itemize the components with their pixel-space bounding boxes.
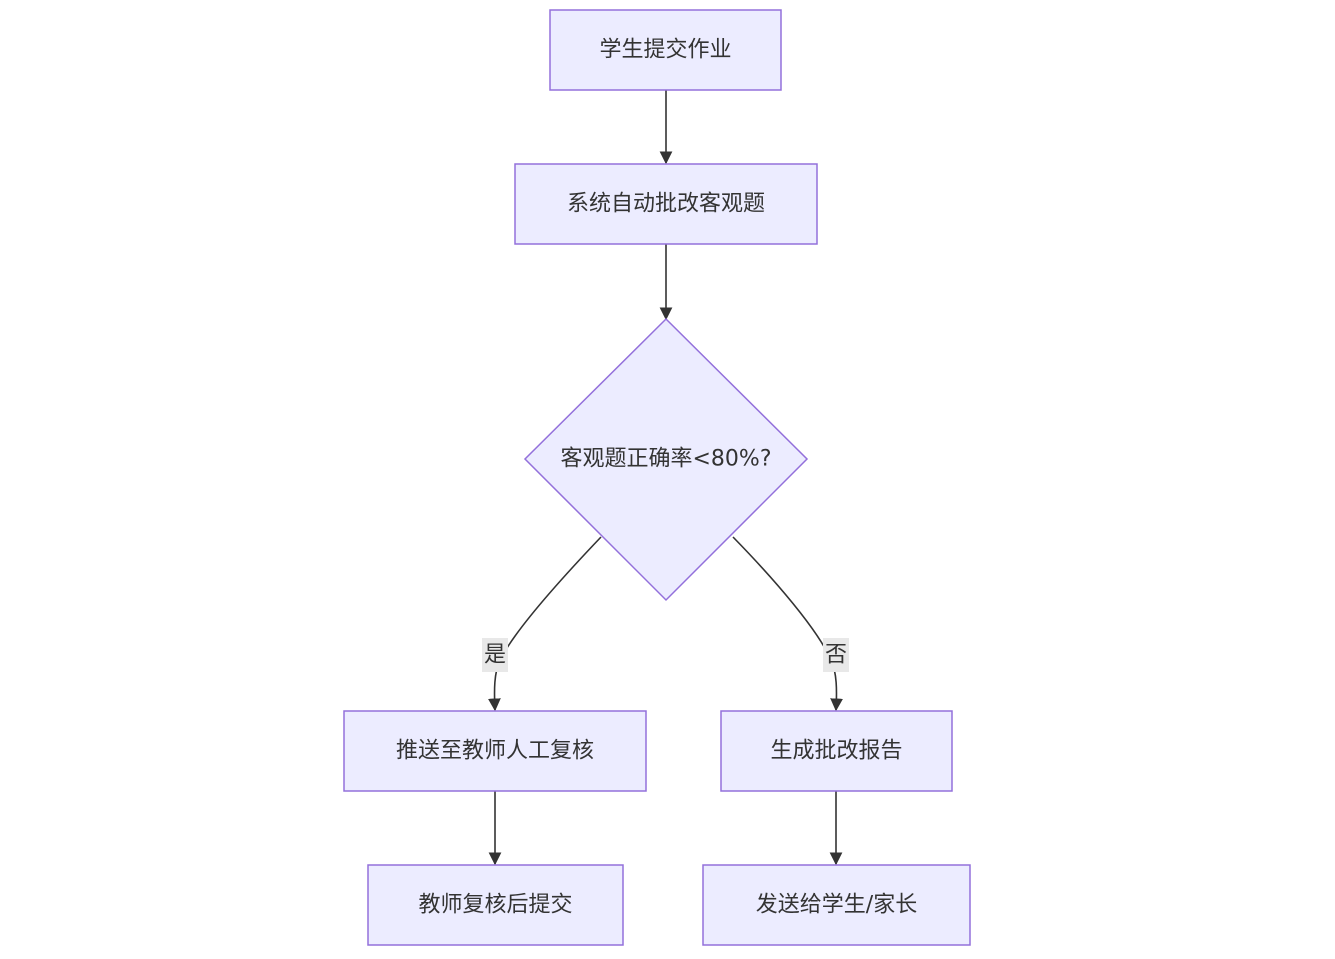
edge-label-no-text: 否 <box>825 643 847 668</box>
node-teacher-submit-label: 教师复核后提交 <box>418 893 572 918</box>
node-report: 生成批改报告 <box>720 710 953 792</box>
node-submit-label: 学生提交作业 <box>599 38 731 63</box>
node-autograde-label: 系统自动批改客观题 <box>567 192 765 217</box>
node-teacher-submit: 教师复核后提交 <box>367 864 624 946</box>
node-autograde: 系统自动批改客观题 <box>514 163 818 245</box>
node-decision-label: 客观题正确率<80%? <box>560 447 771 472</box>
node-teacher-review-label: 推送至教师人工复核 <box>396 739 594 764</box>
edge-decision-to-report <box>732 536 843 712</box>
edge-label-yes: 是 <box>482 638 508 672</box>
node-teacher-review: 推送至教师人工复核 <box>343 710 647 792</box>
node-send: 发送给学生/家长 <box>702 864 971 946</box>
node-decision: 客观题正确率<80%? <box>523 317 809 602</box>
edge-decision-to-teacher-review <box>488 536 602 712</box>
node-report-label: 生成批改报告 <box>770 739 902 764</box>
edge-label-no: 否 <box>823 638 849 672</box>
node-send-label: 发送给学生/家长 <box>756 893 917 918</box>
edge-label-yes-text: 是 <box>484 643 506 668</box>
node-submit: 学生提交作业 <box>549 9 782 91</box>
